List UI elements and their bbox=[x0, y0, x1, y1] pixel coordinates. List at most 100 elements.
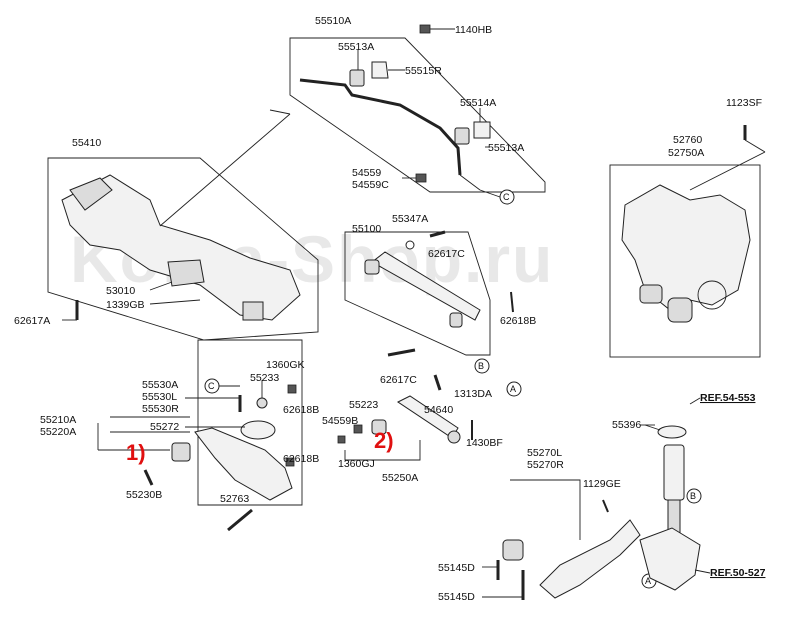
circle-marker-b-lower bbox=[686, 488, 702, 504]
circle-marker-a-lower-label: A bbox=[645, 576, 651, 586]
label-55145d-b: 55145D bbox=[438, 591, 475, 603]
lower-arm-bushing bbox=[171, 442, 191, 462]
upper-arm-bushing-outer bbox=[449, 312, 463, 328]
label-55145d-a: 55145D bbox=[438, 562, 475, 574]
upper-arm-bushing-inner bbox=[364, 259, 380, 275]
bolt-62617c-mid bbox=[387, 348, 416, 357]
washer-54559b bbox=[337, 435, 346, 444]
upper-control-arm bbox=[371, 251, 481, 321]
label-55230b: 55230B bbox=[126, 489, 162, 501]
label-55396: 55396 bbox=[612, 419, 641, 431]
ref-54-553[interactable]: REF.54-553 bbox=[700, 392, 756, 404]
label-62617c-top: 62617C bbox=[428, 248, 465, 260]
label-55515r: 55515R bbox=[405, 65, 442, 77]
bolt-55230b bbox=[143, 469, 154, 486]
circle-marker-a-upper-label: A bbox=[510, 384, 516, 394]
label-54559c: 54559C bbox=[352, 179, 389, 191]
nut-54559c bbox=[415, 173, 427, 183]
label-55210a: 55210A bbox=[40, 414, 76, 426]
label-55514a: 55514A bbox=[460, 97, 496, 109]
label-55513a-mid: 55513A bbox=[488, 142, 524, 154]
label-62618b-right: 62618B bbox=[500, 315, 536, 327]
ref-50-527[interactable]: REF.50-527 bbox=[710, 567, 766, 579]
label-55530l: 55530L bbox=[142, 391, 177, 403]
label-62617c-mid: 62617C bbox=[380, 374, 417, 386]
ball-joint-1313da bbox=[447, 430, 461, 444]
knuckle-bushing-right bbox=[667, 297, 693, 323]
circle-marker-c-top bbox=[499, 189, 515, 205]
circle-marker-a-upper bbox=[506, 381, 522, 397]
label-55530r: 55530R bbox=[142, 403, 179, 415]
label-55530a: 55530A bbox=[142, 379, 178, 391]
label-1123sf: 1123SF bbox=[726, 97, 762, 109]
nut-62618b-right bbox=[510, 291, 514, 313]
callout-1: 1) bbox=[126, 440, 146, 465]
circle-marker-b-upper bbox=[474, 358, 490, 374]
label-54559b: 54559B bbox=[322, 415, 358, 427]
shock-absorber-upper bbox=[663, 444, 685, 501]
hub-carrier bbox=[639, 527, 701, 591]
upper-arm-box bbox=[344, 231, 491, 356]
trailing-arm bbox=[539, 519, 641, 599]
knuckle-box bbox=[609, 164, 761, 358]
stabilizer-bracket-right bbox=[473, 121, 491, 139]
nut-62618b-low bbox=[285, 457, 295, 467]
bolt-1129ge bbox=[602, 499, 609, 513]
nut-1360gj bbox=[353, 424, 363, 434]
label-54640: 54640 bbox=[424, 404, 453, 416]
stabilizer-bushing-right bbox=[454, 127, 470, 145]
shock-mount-55396 bbox=[657, 425, 687, 439]
label-1313da: 1313DA bbox=[454, 388, 492, 400]
stabilizer-bar-box bbox=[289, 37, 546, 193]
label-55270l: 55270L bbox=[527, 447, 562, 459]
callout-2: 2) bbox=[374, 428, 394, 453]
label-55270r: 55270R bbox=[527, 459, 564, 471]
label-1339gb: 1339GB bbox=[106, 299, 145, 311]
spring-seat-55272 bbox=[240, 420, 276, 440]
circle-marker-b-upper-label: B bbox=[478, 361, 484, 371]
label-62618b-mid: 62618B bbox=[283, 404, 319, 416]
stabilizer-bushing-left bbox=[349, 69, 365, 87]
washer-55347a bbox=[405, 240, 415, 250]
subframe-mount-right bbox=[242, 301, 264, 321]
label-55272: 55272 bbox=[150, 421, 179, 433]
lower-arm-box bbox=[197, 339, 303, 506]
label-55100: 55100 bbox=[352, 223, 381, 235]
subframe-mount-left bbox=[69, 177, 113, 211]
bolt-1140hb bbox=[419, 24, 431, 34]
label-55510a: 55510A bbox=[315, 15, 351, 27]
pad-55233 bbox=[256, 397, 268, 409]
label-1360gj: 1360GJ bbox=[338, 458, 375, 470]
label-1129ge: 1129GE bbox=[583, 478, 621, 490]
label-1430bf: 1430BF bbox=[466, 437, 503, 449]
bolt-52763 bbox=[227, 508, 253, 532]
label-54559: 54559 bbox=[352, 167, 381, 179]
label-55513a-top: 55513A bbox=[338, 41, 374, 53]
lower-control-arm bbox=[194, 427, 293, 501]
knuckle-hub-bore bbox=[697, 280, 727, 310]
circle-marker-c-top-label: C bbox=[503, 192, 510, 202]
circle-marker-b-lower-label: B bbox=[690, 491, 696, 501]
stabilizer-bar bbox=[299, 78, 462, 176]
stabilizer-bracket-left bbox=[371, 61, 389, 79]
label-55347a: 55347A bbox=[392, 213, 428, 225]
bolt-62617c-top bbox=[429, 230, 446, 238]
bolt-54640 bbox=[433, 374, 442, 391]
label-55250a: 55250A bbox=[382, 472, 418, 484]
label-1360gk: 1360GK bbox=[266, 359, 305, 371]
label-52763: 52763 bbox=[220, 493, 249, 505]
rear-subframe bbox=[61, 174, 301, 321]
subframe-bracket-53010 bbox=[167, 259, 205, 287]
rear-knuckle bbox=[621, 184, 751, 311]
nut-1360gk bbox=[287, 384, 297, 394]
lateral-link bbox=[397, 395, 459, 439]
label-52760: 52760 bbox=[673, 134, 702, 146]
link-bushing-55223 bbox=[371, 419, 387, 435]
circle-marker-c-lower-label: C bbox=[208, 381, 215, 391]
label-55233: 55233 bbox=[250, 372, 279, 384]
knuckle-bushing-left bbox=[639, 284, 663, 304]
trailing-arm-bushing bbox=[502, 539, 524, 561]
label-55410: 55410 bbox=[72, 137, 101, 149]
